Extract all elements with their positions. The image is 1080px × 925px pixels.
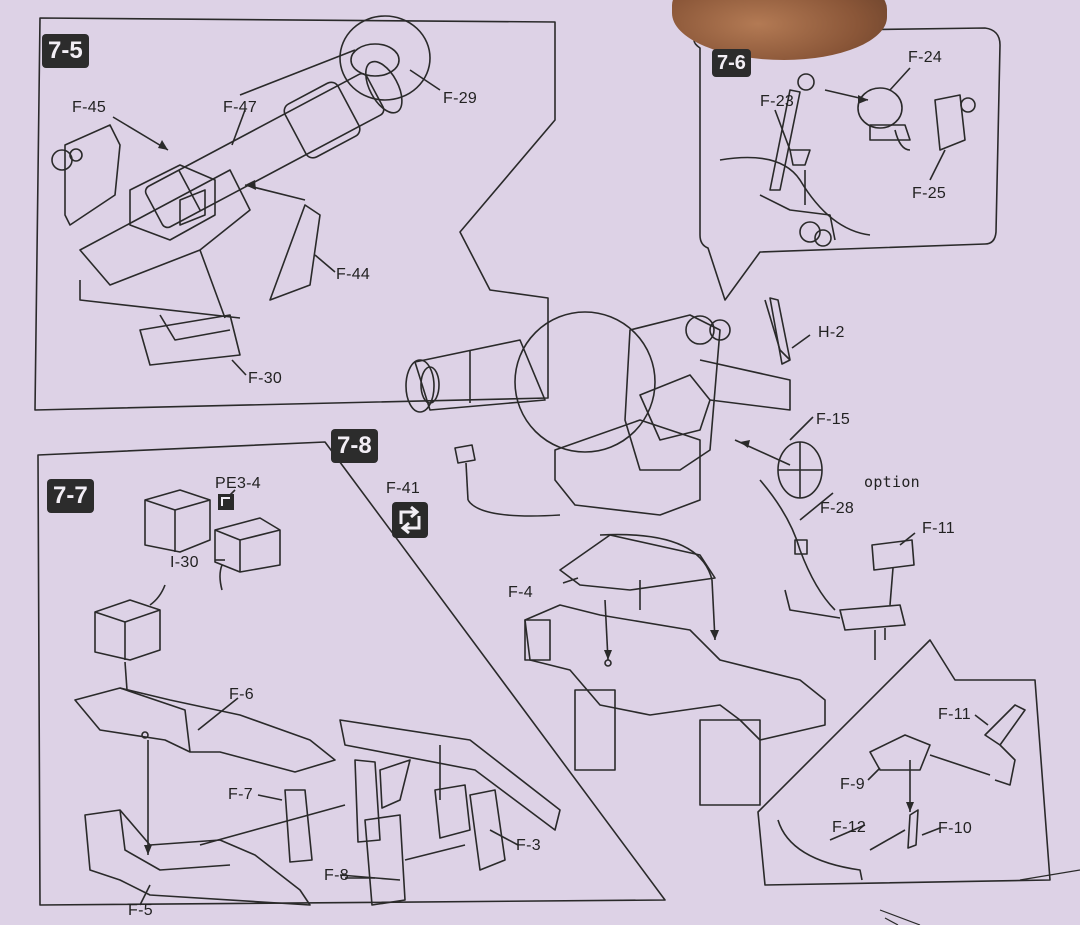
part-label-f12: F-12: [832, 819, 867, 836]
step-7-6-badge: 7-6: [712, 49, 751, 77]
part-label-f45: F-45: [72, 99, 107, 116]
part-label-f11-detail: F-11: [938, 706, 971, 723]
part-label-f47: F-47: [223, 99, 258, 116]
part-label-f23: F-23: [760, 93, 795, 110]
armor-box: [94, 599, 161, 661]
callout-seat-frame: [757, 639, 1051, 886]
part-label-f29: F-29: [443, 90, 478, 107]
part-label-i30: I-30: [170, 554, 199, 571]
part-label-f44: F-44: [336, 266, 371, 283]
plates-f7: [284, 789, 313, 863]
part-label-f30: F-30: [248, 370, 283, 387]
part-label-h2: H-2: [818, 324, 845, 341]
breech-assembly: [79, 169, 251, 286]
box-i-30: [214, 517, 281, 573]
part-label-f24: F-24: [908, 49, 943, 66]
handwheel-f15: [734, 439, 823, 499]
photo-etch-icon: [218, 494, 234, 510]
base-frame: [524, 604, 826, 741]
part-label-f3: F-3: [516, 837, 541, 854]
gun-barrel-7-5: [144, 60, 403, 229]
mantlet-7-5: [339, 15, 431, 101]
panel-7-7-frame: [37, 441, 666, 906]
part-label-f5: F-5: [128, 902, 153, 919]
frame-f5: [84, 809, 311, 906]
gun-mantlet: [514, 311, 656, 453]
bolt-f41: [454, 444, 476, 464]
option-label: option: [864, 473, 920, 491]
part-label-f28: F-28: [820, 500, 855, 517]
part-label-f10: F-10: [938, 820, 973, 837]
part-label-f25: F-25: [912, 185, 947, 202]
part-label-pe3-4: PE3-4: [215, 475, 261, 492]
beam-f3: [339, 719, 561, 831]
part-label-f11: F-11: [922, 520, 955, 537]
part-label-f4: F-4: [508, 584, 533, 601]
part-label-f41: F-41: [386, 480, 421, 497]
platform-f4: [559, 534, 716, 591]
part-label-f7: F-7: [228, 786, 253, 803]
part-label-f9: F-9: [840, 776, 865, 793]
cage-pe3-4: [144, 489, 211, 553]
part-label-f15: F-15: [816, 411, 851, 428]
page-edge: [1019, 869, 1080, 881]
step-7-8-badge: 7-8: [331, 429, 378, 463]
step-7-7-badge: 7-7: [47, 479, 94, 513]
plates-f8: [364, 814, 406, 906]
rotate-icon: [392, 502, 428, 538]
gun-cradle: [554, 419, 701, 516]
part-label-f8: F-8: [324, 867, 349, 884]
seat-f11: [784, 539, 915, 660]
callout-7-5-frame: [34, 17, 556, 411]
step-7-5-badge: 7-5: [42, 34, 89, 68]
gun-tube: [414, 339, 546, 411]
part-label-f6: F-6: [229, 686, 254, 703]
plate-f6: [74, 687, 336, 773]
